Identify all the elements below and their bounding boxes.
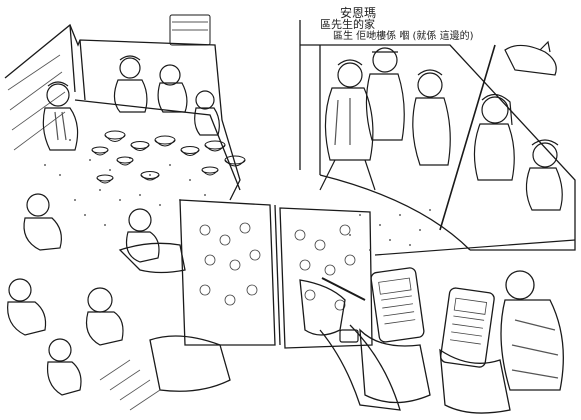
hand-lower	[149, 335, 231, 392]
person-right-1	[319, 59, 376, 191]
sketchbook-spine	[274, 204, 281, 346]
person-left-9	[125, 208, 160, 263]
right-room	[299, 20, 576, 251]
left-room-wall	[4, 23, 241, 201]
arm-right	[319, 324, 401, 411]
person-left-6	[7, 278, 47, 336]
watch	[339, 329, 359, 343]
person-right-5	[525, 139, 563, 211]
person-left-4	[194, 90, 220, 136]
pen	[321, 277, 366, 301]
bowls-and-pots	[91, 14, 246, 184]
bottom-left-hatching	[99, 359, 161, 411]
hand-phone-right	[439, 348, 511, 414]
figure-bottom-right	[500, 270, 564, 391]
phones-in-hands	[359, 239, 576, 414]
person-left-7	[85, 287, 124, 346]
right-floor-stipple	[349, 209, 431, 251]
cat-on-ledge	[504, 40, 557, 76]
person-right-3	[412, 69, 451, 166]
divider-line	[374, 239, 576, 256]
person-left-5	[23, 193, 62, 251]
person-left-8	[46, 338, 82, 396]
left-room-people	[7, 55, 220, 396]
right-sketchbook	[279, 207, 373, 349]
right-room-floor	[319, 174, 471, 251]
person-right-2	[365, 47, 405, 141]
stacked-boxes	[169, 14, 211, 46]
left-sketchbook	[179, 199, 276, 346]
right-room-frame	[299, 20, 576, 251]
center-sketchbooks	[118, 199, 401, 411]
left-wall-slats	[7, 54, 66, 151]
right-room-pole	[439, 44, 496, 231]
person-left-2	[113, 55, 148, 113]
hand-right-pen	[299, 279, 346, 336]
person-left-3	[157, 64, 188, 113]
phone-right	[440, 287, 495, 368]
person-right-4	[473, 93, 515, 181]
right-room-people	[319, 40, 563, 211]
phone-left	[370, 267, 425, 343]
hand-phone-left	[359, 328, 431, 404]
hand-left	[118, 242, 186, 274]
left-room-wall-edge	[69, 24, 86, 101]
person-left-1	[42, 81, 79, 151]
